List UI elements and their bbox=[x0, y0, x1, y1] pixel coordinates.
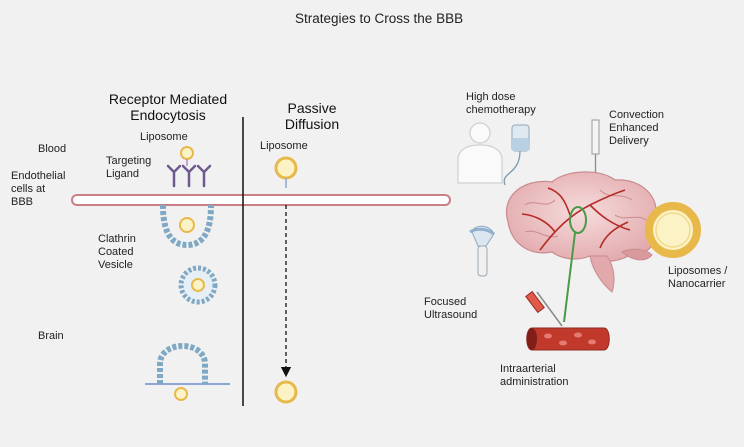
blood-label: Blood bbox=[38, 143, 67, 155]
iv-bag-icon bbox=[503, 124, 530, 186]
nanocarrier-icon bbox=[645, 202, 701, 258]
targeting-ligand-icon bbox=[166, 164, 212, 188]
clathrin-label: Clathrin Coated Vesicle bbox=[98, 233, 136, 272]
liposome-passive-bottom-icon bbox=[274, 380, 298, 404]
nanocarrier-line2: Nanocarrier bbox=[668, 278, 726, 290]
clathrin-pit-icon bbox=[160, 204, 214, 249]
clathrin-line3: Vesicle bbox=[98, 259, 133, 271]
exocytosis-icon bbox=[145, 343, 230, 401]
clathrin-line1: Clathrin bbox=[98, 233, 136, 245]
intraarterial-label: Intraarterial administration bbox=[500, 363, 568, 389]
nanocarrier-label: Liposomes / Nanocarrier bbox=[668, 265, 727, 291]
brain-label: Brain bbox=[38, 330, 64, 342]
chemo-label: High dose chemotherapy bbox=[466, 91, 536, 117]
ultrasound-line2: Ultrasound bbox=[424, 309, 478, 321]
ultrasound-probe-icon bbox=[469, 225, 495, 277]
endothelial-line3: BBB bbox=[11, 196, 34, 208]
endothelial-line2: cells at bbox=[11, 183, 46, 195]
liposome-small-icon bbox=[180, 146, 194, 166]
syringe-icon bbox=[525, 290, 563, 327]
ced-label: Convection Enhanced Delivery bbox=[609, 109, 664, 148]
ultrasound-line1: Focused bbox=[424, 296, 467, 308]
intraarterial-line2: administration bbox=[500, 376, 569, 388]
targeting-ligand-line2: Ligand bbox=[106, 168, 140, 180]
endothelial-label: Endothelial cells at BBB bbox=[11, 170, 65, 209]
passive-heading-line1: Passive bbox=[287, 100, 337, 116]
brain-icon bbox=[505, 171, 658, 293]
ultrasound-label: Focused Ultrasound bbox=[424, 296, 477, 322]
rme-liposome-label: Liposome bbox=[140, 131, 188, 143]
liposome-passive-top-icon bbox=[274, 156, 298, 188]
chemo-line2: chemotherapy bbox=[466, 104, 536, 116]
targeting-ligand-line1: Targeting bbox=[106, 155, 152, 167]
nanocarrier-line1: Liposomes / bbox=[668, 265, 728, 277]
endothelial-membrane bbox=[71, 194, 451, 206]
passive-heading: Passive Diffusion bbox=[262, 100, 362, 132]
blood-vessel-icon bbox=[526, 327, 610, 351]
targeting-ligand-label: Targeting Ligand bbox=[106, 155, 151, 181]
passive-liposome-label: Liposome bbox=[260, 140, 308, 152]
rme-heading-line1: Receptor Mediated bbox=[108, 91, 228, 107]
diagram-title: Strategies to Cross the BBB bbox=[295, 11, 464, 26]
chemo-line1: High dose bbox=[466, 91, 516, 103]
ced-line2: Enhanced bbox=[609, 122, 659, 134]
clathrin-line2: Coated bbox=[98, 246, 134, 258]
rme-heading: Receptor Mediated Endocytosis bbox=[98, 91, 238, 123]
rme-heading-line2: Endocytosis bbox=[130, 107, 206, 123]
ced-line1: Convection bbox=[609, 109, 665, 121]
patient-icon bbox=[457, 122, 503, 184]
catheter-icon bbox=[563, 206, 587, 323]
ced-line3: Delivery bbox=[609, 135, 649, 147]
intraarterial-line1: Intraarterial bbox=[500, 363, 556, 375]
clathrin-vesicle-icon bbox=[178, 265, 218, 305]
passive-heading-line2: Diffusion bbox=[284, 116, 340, 132]
endothelial-line1: Endothelial bbox=[11, 170, 66, 182]
